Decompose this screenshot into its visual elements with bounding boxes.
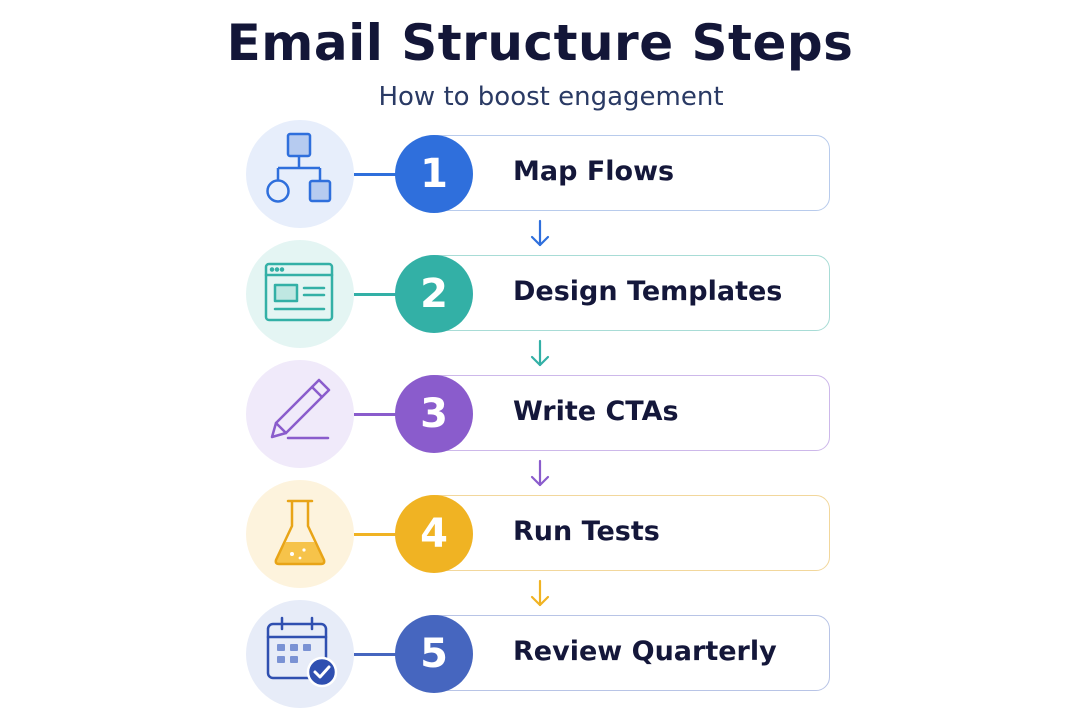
step-label: Review Quarterly [513,636,777,667]
flask-icon [274,499,326,566]
step-icon-circle [246,120,354,228]
step-label: Run Tests [513,516,660,547]
page-title: Email Structure Steps [226,14,854,72]
step-card [420,255,830,331]
step-number-badge: 5 [395,615,473,693]
step-icon-circle [246,240,354,348]
step-number-badge: 3 [395,375,473,453]
step-1: 1 Map Flows [0,120,1080,230]
connector-line [354,173,398,176]
connector-line [354,653,398,656]
step-card [420,135,830,211]
down-arrow-icon [530,459,550,487]
step-icon-circle [246,480,354,588]
step-card [420,375,830,451]
connector-line [354,533,398,536]
step-label: Map Flows [513,156,675,187]
step-2: 2 Design Templates [0,240,1080,350]
step-number-badge: 4 [395,495,473,573]
step-card [420,495,830,571]
connector-line [354,413,398,416]
step-3: 3 Write CTAs [0,360,1080,470]
step-number-badge: 1 [395,135,473,213]
step-5: 5 Review Quarterly [0,600,1080,710]
pencil-icon [270,378,331,440]
step-label: Design Templates [513,276,783,307]
page-subtitle: How to boost engagement [378,82,724,112]
step-icon-circle [246,600,354,708]
step-label: Write CTAs [513,396,679,427]
step-number-badge: 2 [395,255,473,333]
calendar-check-icon [266,616,338,688]
connector-line [354,293,398,296]
step-4: 4 Run Tests [0,480,1080,590]
flowchart-icon [266,132,332,203]
down-arrow-icon [530,579,550,607]
step-icon-circle [246,360,354,468]
down-arrow-icon [530,339,550,367]
down-arrow-icon [530,219,550,247]
step-card [420,615,830,691]
template-window-icon [264,262,334,322]
